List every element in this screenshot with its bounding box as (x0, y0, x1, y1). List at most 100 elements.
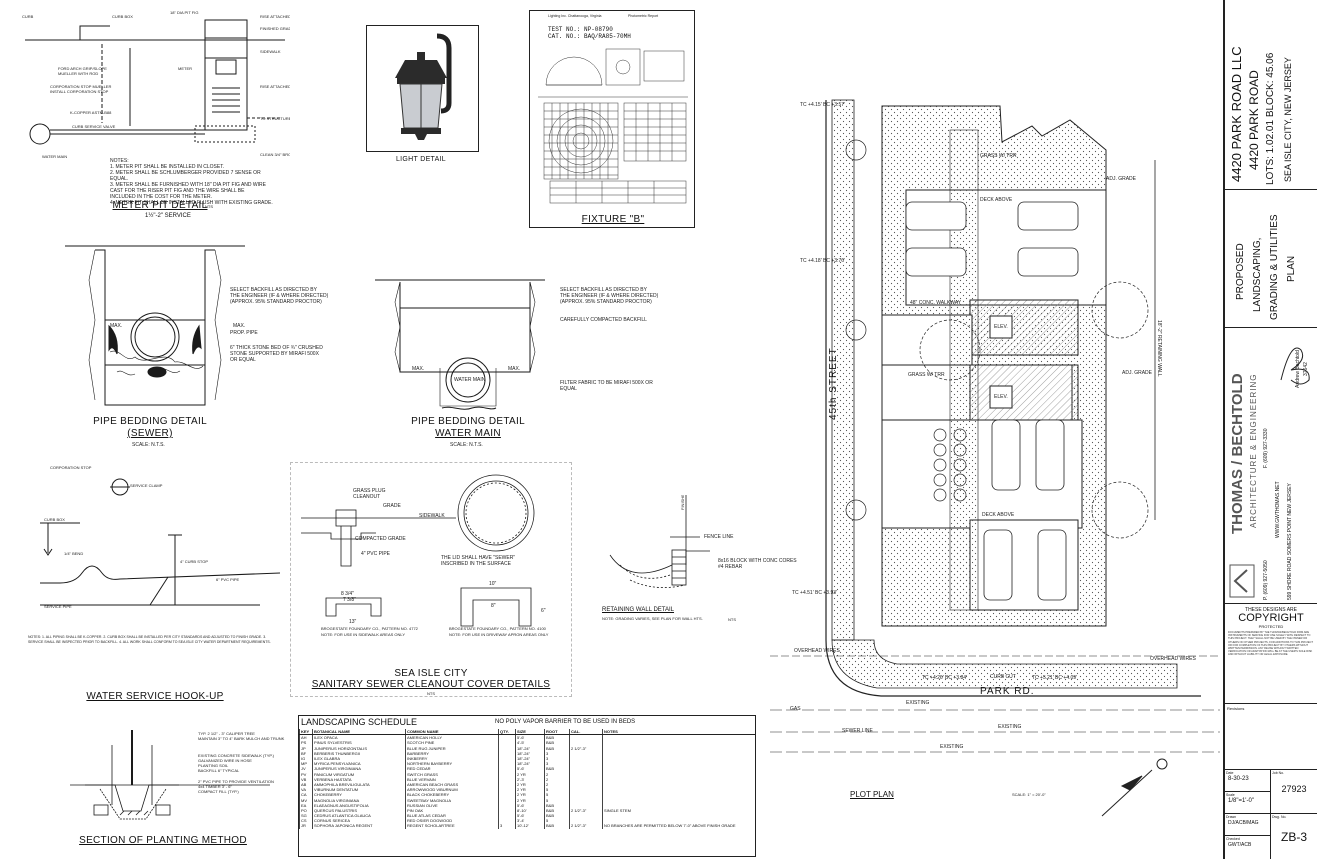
deck-label-2: DECK ABOVE (982, 512, 1015, 518)
schedule-cell: JUNIPERUS VIRGINIANA (312, 766, 406, 772)
schedule-cell: 5 (544, 797, 570, 803)
retaining-note: NOTE: GRADING VARIES, SEE PLAN FOR WALL … (602, 616, 703, 621)
cleanout-detail: GRASS PLUG CLEANOUT GRADE SIDEWALK COMPA… (290, 462, 572, 697)
sewer-label-6: OR EQUAL (230, 357, 256, 363)
schedule-cell: 2 (544, 781, 570, 788)
fixture-header: Lighting Inc. Chattanooga, Virginia (548, 14, 602, 18)
scale-label: Scale (1226, 793, 1235, 797)
schedule-cell (602, 766, 755, 772)
planting-drawing (70, 730, 270, 820)
schedule-cell: PINUS SYLVESTRIS (312, 740, 406, 746)
svg-text:FINISHED GRADE: FINISHED GRADE (680, 495, 685, 510)
schedule-cell (569, 787, 603, 793)
cleanout-label-10: BROGESTATE FOUNDARY CO., PATTERN NO. 410… (449, 626, 546, 631)
schedule-cell: 5'-6' (515, 734, 545, 741)
schedule-cell: PO (299, 807, 313, 813)
schedule-cell: BLUE VERVAIN (405, 776, 499, 782)
schedule-cell: ILEX GLABRA (312, 755, 406, 762)
drawn-value: DJ/ACB/MAG (1228, 820, 1259, 826)
dim-13: 13" (349, 619, 357, 625)
schedule-cell: SCOTCH PINE (405, 740, 499, 746)
retaining-wall-drawing: FINISHED GRADE (609, 476, 710, 588)
fixture-report: Photometric Report (628, 14, 659, 18)
schedule-cell: MAGNOLIA VIRGINIANA (312, 797, 406, 803)
schedule-cell: B&B (544, 740, 570, 746)
schedule-cell (602, 761, 755, 767)
svg-text:1/4" BEND: 1/4" BEND (64, 551, 83, 556)
schedule-cell: BLUE RUG JUNIPER (405, 745, 499, 751)
firm-fax: F. (609) 927-3330 (1263, 428, 1269, 468)
water-max-right: MAX. (508, 366, 521, 372)
schedule-cell: 8'-10' (515, 807, 545, 813)
water-title-1: PIPE BEDDING DETAIL (411, 416, 525, 427)
photometric-chart (538, 48, 688, 204)
schedule-cell: CS (299, 818, 313, 824)
sewer-title-1: PIPE BEDDING DETAIL (93, 416, 207, 427)
dim-6: 6" (541, 608, 546, 614)
schedule-cell: NORTHERN BAYBERRY (405, 761, 499, 767)
firm-info: Andrew Bechtold 37642 THOMAS / BECHTOLD … (1225, 328, 1317, 604)
retaining-label-2: #4 REBAR (718, 564, 743, 570)
cleanout-label-8: BROGESTATE FOUNDARY CO., PATTERN NO. 477… (321, 626, 418, 631)
schedule-cell: 2 1/2"-3" (569, 807, 603, 813)
sewer-scale: SCALE: N.T.S. (132, 442, 165, 448)
meter-pit-title: METER PIT DETAIL (112, 200, 208, 211)
engineer-signature-icon (1280, 347, 1310, 385)
schedule-cell (569, 761, 603, 767)
firm-phone: P. (609) 927-5050 (1263, 560, 1269, 600)
svg-text:RISE ATTACHED DETAIL: RISE ATTACHED DETAIL (260, 84, 290, 89)
schedule-cell: 2 YR (515, 787, 545, 793)
svg-text:FORD ARCH GRIP/SLOPE: FORD ARCH GRIP/SLOPE (58, 66, 107, 71)
pipe-bedding-water-detail: MAX. MAX. WATER MAIN SELECT BACKFILL AS … (370, 270, 670, 450)
retaining-scale: NTS (728, 617, 736, 622)
copyright-top: THESE DESIGNS ARE (1245, 607, 1297, 613)
schedule-cell (498, 740, 516, 746)
schedule-cell: B&B (544, 807, 570, 813)
svg-text:CORPORATION STOP: CORPORATION STOP (50, 465, 92, 470)
planting-label-7: 4x4 TIMBER 3' - 6" (198, 784, 232, 789)
deck-label-1: DECK ABOVE (980, 197, 1013, 203)
schedule-cell (602, 802, 755, 808)
water-label-2: (APPROX. 95% STANDARD PROCTOR) (560, 299, 652, 305)
light-title: LIGHT DETAIL (395, 156, 447, 163)
plot-plan-title: PLOT PLAN (850, 790, 894, 799)
schedule-cell: 2 YR (515, 781, 545, 788)
schedule-table: KEY BOTANICAL NAME COMMON NAME QTY. SIZE… (299, 729, 755, 829)
schedule-cell (602, 771, 755, 777)
svg-text:18" DIA PIT FIG: 18" DIA PIT FIG (170, 10, 198, 15)
project-info: 4420 PARK ROAD LLC 4420 PARK ROAD LOTS: … (1225, 0, 1317, 190)
schedule-col-root: ROOT (544, 729, 570, 736)
engineer-name: Andrew Bechtold (1295, 350, 1301, 388)
schedule-cell (498, 781, 516, 788)
schedule-cell: BLUE ATLAS CEDAR (405, 813, 499, 819)
schedule-cell: 5'-6' (515, 802, 545, 808)
water-service-notes: NOTES: 1. ALL PIPING SHALL BE K-COPPER. … (28, 635, 271, 644)
schedule-cell: 3 (544, 761, 570, 767)
schedule-cell: 4'-5' (515, 740, 545, 746)
adj-grade-2: ADJ. GRADE (1122, 370, 1153, 376)
schedule-cell (602, 781, 755, 788)
schedule-cell (569, 740, 603, 746)
schedule-cell: RED CEDAR (405, 766, 499, 772)
firm-logo-icon (1229, 564, 1255, 598)
adj-grade-1: ADJ. GRADE (1106, 176, 1137, 182)
copyright-title: COPYRIGHT (1238, 612, 1304, 624)
schedule-cell (498, 766, 516, 772)
sewer-label-2: (APPROX. 95% STANDARD PROCTOR) (230, 299, 322, 305)
project-line-0: 4420 PARK ROAD LLC (1229, 46, 1244, 182)
schedule-cell: B&B (544, 802, 570, 808)
svg-text:CURB SERVICE VALVE: CURB SERVICE VALVE (72, 124, 116, 129)
schedule-cell: SWITCH GRASS (405, 771, 499, 777)
schedule-cell: PS (299, 740, 313, 746)
schedule-note: NO POLY VAPOR BARRIER TO BE USED IN BEDS (495, 719, 636, 725)
firm-web: WWW.GWTHOMAS.NET (1275, 481, 1281, 538)
planting-label-8: COMPACT FILL (TYP.) (198, 789, 239, 794)
schedule-cell (569, 750, 603, 756)
